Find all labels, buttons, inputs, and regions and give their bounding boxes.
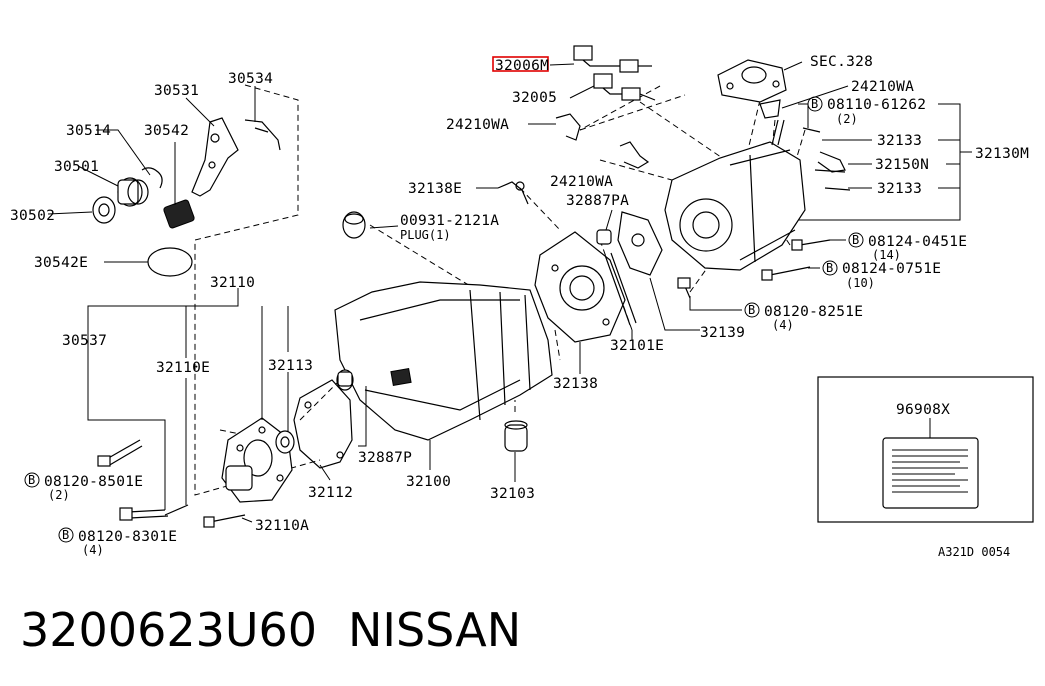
plug-00931: [342, 211, 366, 239]
bracket-24210WA-top: [759, 99, 781, 119]
callout-30537: 30537: [62, 333, 107, 349]
highlight-box-32006M: [492, 56, 549, 72]
callout-labels: 32006M 32005 24210WA 24210WA 24210WA SEC…: [10, 54, 1029, 557]
front-cover-32110: [221, 417, 293, 503]
callout-08124-0751E: 08124-0751E: [842, 261, 941, 277]
callout-08120-8251E-qty: (4): [772, 318, 794, 332]
callout-24210WA-top: 24210WA: [851, 79, 914, 95]
callout-08110-61262: 08110-61262: [827, 97, 926, 113]
callout-30501: 30501: [54, 159, 99, 175]
release-bearing-30501: [117, 177, 149, 207]
drain-32138E: [497, 181, 529, 205]
callout-08120-8251E: 08120-8251E: [764, 304, 863, 320]
callout-32133-upper: 32133: [877, 133, 922, 149]
adapter-plate-32138: [534, 231, 626, 343]
pivot-30542: [163, 199, 195, 229]
callout-24210WA-mid: 24210WA: [446, 117, 509, 133]
bolt-marker-08124-0451E: B: [852, 233, 859, 247]
shift-fork-spring-30534: [244, 119, 281, 151]
pin-32101E: [604, 252, 637, 326]
gasket-32139: [617, 211, 663, 276]
bolt-08120-8501E: [97, 439, 143, 467]
callout-30502: 30502: [10, 208, 55, 224]
callout-00931-2121A: 00931-2121A: [400, 213, 499, 229]
callout-32139: 32139: [700, 325, 745, 341]
callout-30542E: 30542E: [34, 255, 88, 271]
callout-32005: 32005: [512, 90, 557, 106]
callout-32138: 32138: [553, 376, 598, 392]
callout-08120-8301E-qty: (4): [82, 543, 104, 557]
boot-ring-30542E: [147, 247, 193, 277]
callout-32130M: 32130M: [975, 146, 1029, 162]
bolt-32110E: [164, 504, 189, 516]
callout-32887P: 32887P: [358, 450, 412, 466]
callout-08124-0451E-qty: (14): [872, 248, 901, 262]
bolt-08124-0751E: [761, 266, 811, 281]
callout-30534: 30534: [228, 71, 273, 87]
callout-32110E: 32110E: [156, 360, 210, 376]
callout-32113: 32113: [268, 358, 313, 374]
callout-08124-0451E: 08124-0451E: [868, 234, 967, 250]
callout-32101E: 32101E: [610, 338, 664, 354]
bolt-marker-08110: B: [811, 97, 818, 111]
bolt-32133-upper: [802, 127, 846, 173]
gasket-32112: [293, 379, 353, 469]
bolt-marker-08120-8251E: B: [748, 303, 755, 317]
bolt-marker-08124-0751E: B: [826, 261, 833, 275]
switch-32005: [593, 73, 656, 101]
bracket-24210WA-low: [619, 141, 650, 169]
switch-32006M: [573, 45, 652, 73]
bolt-32133-lower: [824, 187, 851, 191]
callout-32133-lower: 32133: [877, 181, 922, 197]
callout-sec328: SEC.328: [810, 54, 873, 70]
callout-24210WA-low: 24210WA: [550, 174, 613, 190]
callout-08124-0751E-qty: (10): [846, 276, 875, 290]
callout-plug: PLUG(1): [400, 228, 451, 242]
callout-32110A: 32110A: [255, 518, 309, 534]
shift-fork-30531: [191, 117, 239, 197]
callout-30531: 30531: [154, 83, 199, 99]
callout-08120-8501E: 08120-8501E: [44, 474, 143, 490]
callout-32103: 32103: [490, 486, 535, 502]
sensor-32150N: [817, 151, 846, 173]
bearing-sleeve-30502: [92, 196, 116, 224]
callout-32887PA: 32887PA: [566, 193, 629, 209]
bracket-24210WA-mid: [555, 113, 581, 141]
bolt-marker-08120-8301E: B: [62, 528, 69, 542]
bolt-marker-08120-8501E: B: [28, 473, 35, 487]
bolt-08120-8251E: [677, 277, 691, 299]
retainer-spring-30514: [141, 167, 163, 189]
callout-96908X: 96908X: [896, 402, 950, 418]
callout-30542: 30542: [144, 123, 189, 139]
dowel-32887PA: [596, 229, 612, 245]
callout-32110: 32110: [210, 275, 255, 291]
footer-part-number: 3200623U60: [20, 603, 317, 657]
reference-code: A321D 0054: [938, 545, 1010, 559]
rear-extension-32130M: [664, 141, 806, 271]
transmission-housing-32100: [334, 281, 553, 441]
footer-brand: NISSAN: [348, 603, 521, 657]
callout-30514: 30514: [66, 123, 111, 139]
bolt-08110-61262: [771, 119, 785, 146]
callout-32006M: 32006M: [495, 58, 549, 74]
callout-32112: 32112: [308, 485, 353, 501]
striker-cover-sec328: [717, 59, 787, 103]
leader-lines: [47, 61, 972, 523]
mount-32103: [504, 420, 528, 452]
bolt-08124-0451E: [791, 239, 831, 251]
dowel-32887P: [337, 371, 353, 387]
oil-seal-32113: [275, 430, 295, 454]
callout-32138E: 32138E: [408, 181, 462, 197]
callout-32150N: 32150N: [875, 157, 929, 173]
callout-32100: 32100: [406, 474, 451, 490]
callout-08120-8501E-qty: (2): [48, 488, 70, 502]
bolt-08120-8301E: [119, 507, 169, 521]
callout-08120-8301E: 08120-8301E: [78, 529, 177, 545]
callout-08110-qty: (2): [836, 112, 858, 126]
label-inset-96908X: 96908X: [817, 376, 1034, 523]
bolt-32110A: [203, 514, 246, 528]
